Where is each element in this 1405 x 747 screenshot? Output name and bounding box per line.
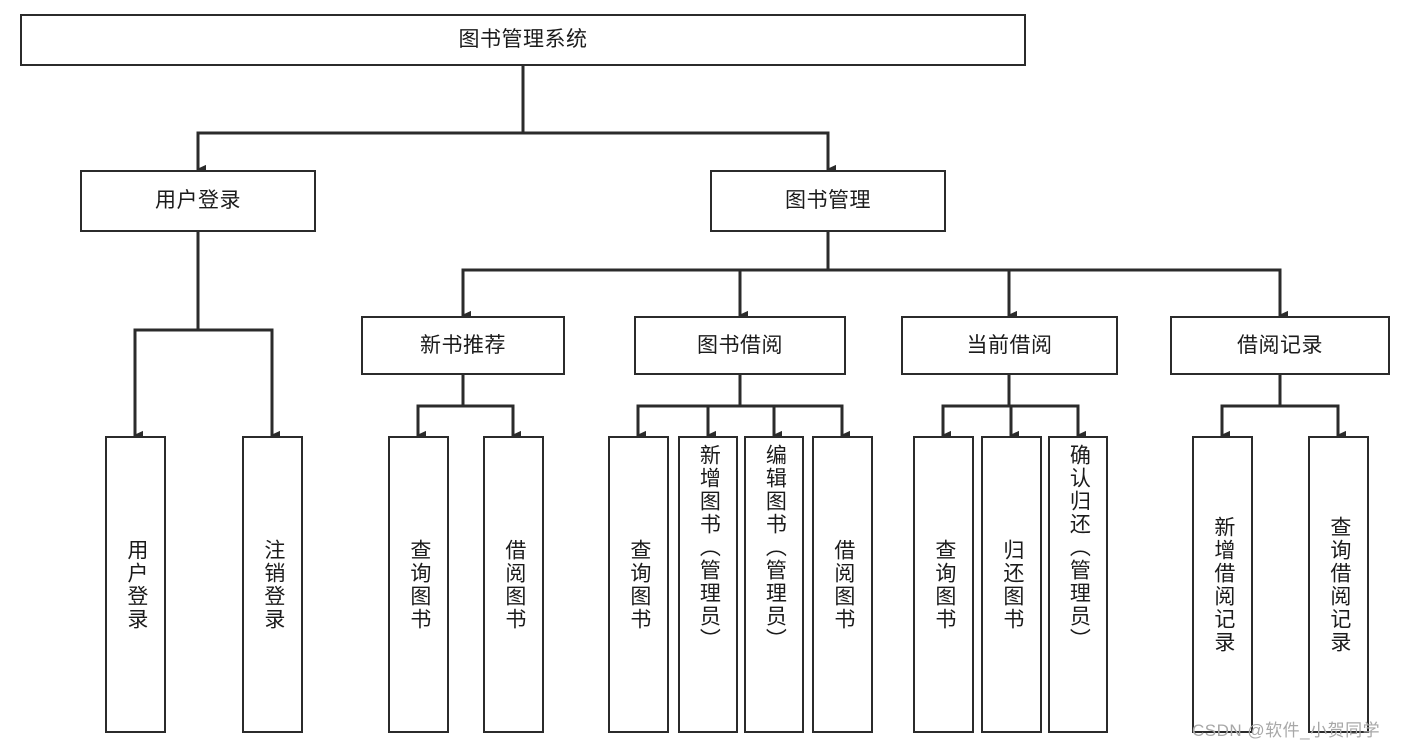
leaf-node-5[interactable]: 查询图书 [608, 436, 669, 733]
node-label: 注销登录 [261, 538, 285, 631]
level3-node-2[interactable]: 图书借阅 [634, 316, 846, 375]
node-label: 借阅图书 [831, 538, 855, 631]
leaf-node-9[interactable]: 查询图书 [913, 436, 974, 733]
node-label: 确认归还（管理员） [1067, 444, 1091, 651]
node-label: 查询图书 [932, 538, 956, 631]
leaf-node-4[interactable]: 借阅图书 [483, 436, 544, 733]
node-label: 借阅记录 [1237, 333, 1323, 357]
node-label: 查询图书 [627, 538, 651, 631]
level3-node-4[interactable]: 借阅记录 [1170, 316, 1390, 375]
node-label: 查询借阅记录 [1327, 515, 1351, 654]
leaf-node-2[interactable]: 注销登录 [242, 436, 303, 733]
leaf-node-8[interactable]: 借阅图书 [812, 436, 873, 733]
leaf-node-13[interactable]: 查询借阅记录 [1308, 436, 1369, 733]
connector-group [133, 64, 1346, 440]
root-node-1[interactable]: 图书管理系统 [20, 14, 1026, 66]
node-label: 图书借阅 [697, 333, 783, 357]
node-label: 用户登录 [155, 189, 241, 213]
leaf-node-12[interactable]: 新增借阅记录 [1192, 436, 1253, 733]
node-label: 用户登录 [124, 538, 148, 631]
leaf-node-3[interactable]: 查询图书 [388, 436, 449, 733]
level2-node-2[interactable]: 图书管理 [710, 170, 946, 232]
leaf-node-7[interactable]: 编辑图书（管理员） [744, 436, 804, 733]
node-label: 新书推荐 [420, 333, 506, 357]
level2-node-1[interactable]: 用户登录 [80, 170, 316, 232]
node-label: 当前借阅 [966, 333, 1053, 357]
node-label: 编辑图书（管理员） [763, 444, 787, 651]
node-label: 借阅图书 [502, 538, 526, 631]
node-label: 查询图书 [407, 538, 431, 631]
node-label: 图书管理 [785, 189, 871, 213]
level3-node-3[interactable]: 当前借阅 [901, 316, 1118, 375]
node-label: 归还图书 [1000, 538, 1024, 631]
watermark-label: CSDN @软件_小贺同学 [1192, 721, 1381, 740]
leaf-node-11[interactable]: 确认归还（管理员） [1048, 436, 1108, 733]
node-label: 新增借阅记录 [1211, 515, 1235, 654]
leaf-node-6[interactable]: 新增图书（管理员） [678, 436, 738, 733]
leaf-node-10[interactable]: 归还图书 [981, 436, 1042, 733]
node-label: 新增图书（管理员） [697, 444, 721, 651]
level3-node-1[interactable]: 新书推荐 [361, 316, 565, 375]
node-label: 图书管理系统 [458, 28, 588, 52]
leaf-node-1[interactable]: 用户登录 [105, 436, 166, 733]
